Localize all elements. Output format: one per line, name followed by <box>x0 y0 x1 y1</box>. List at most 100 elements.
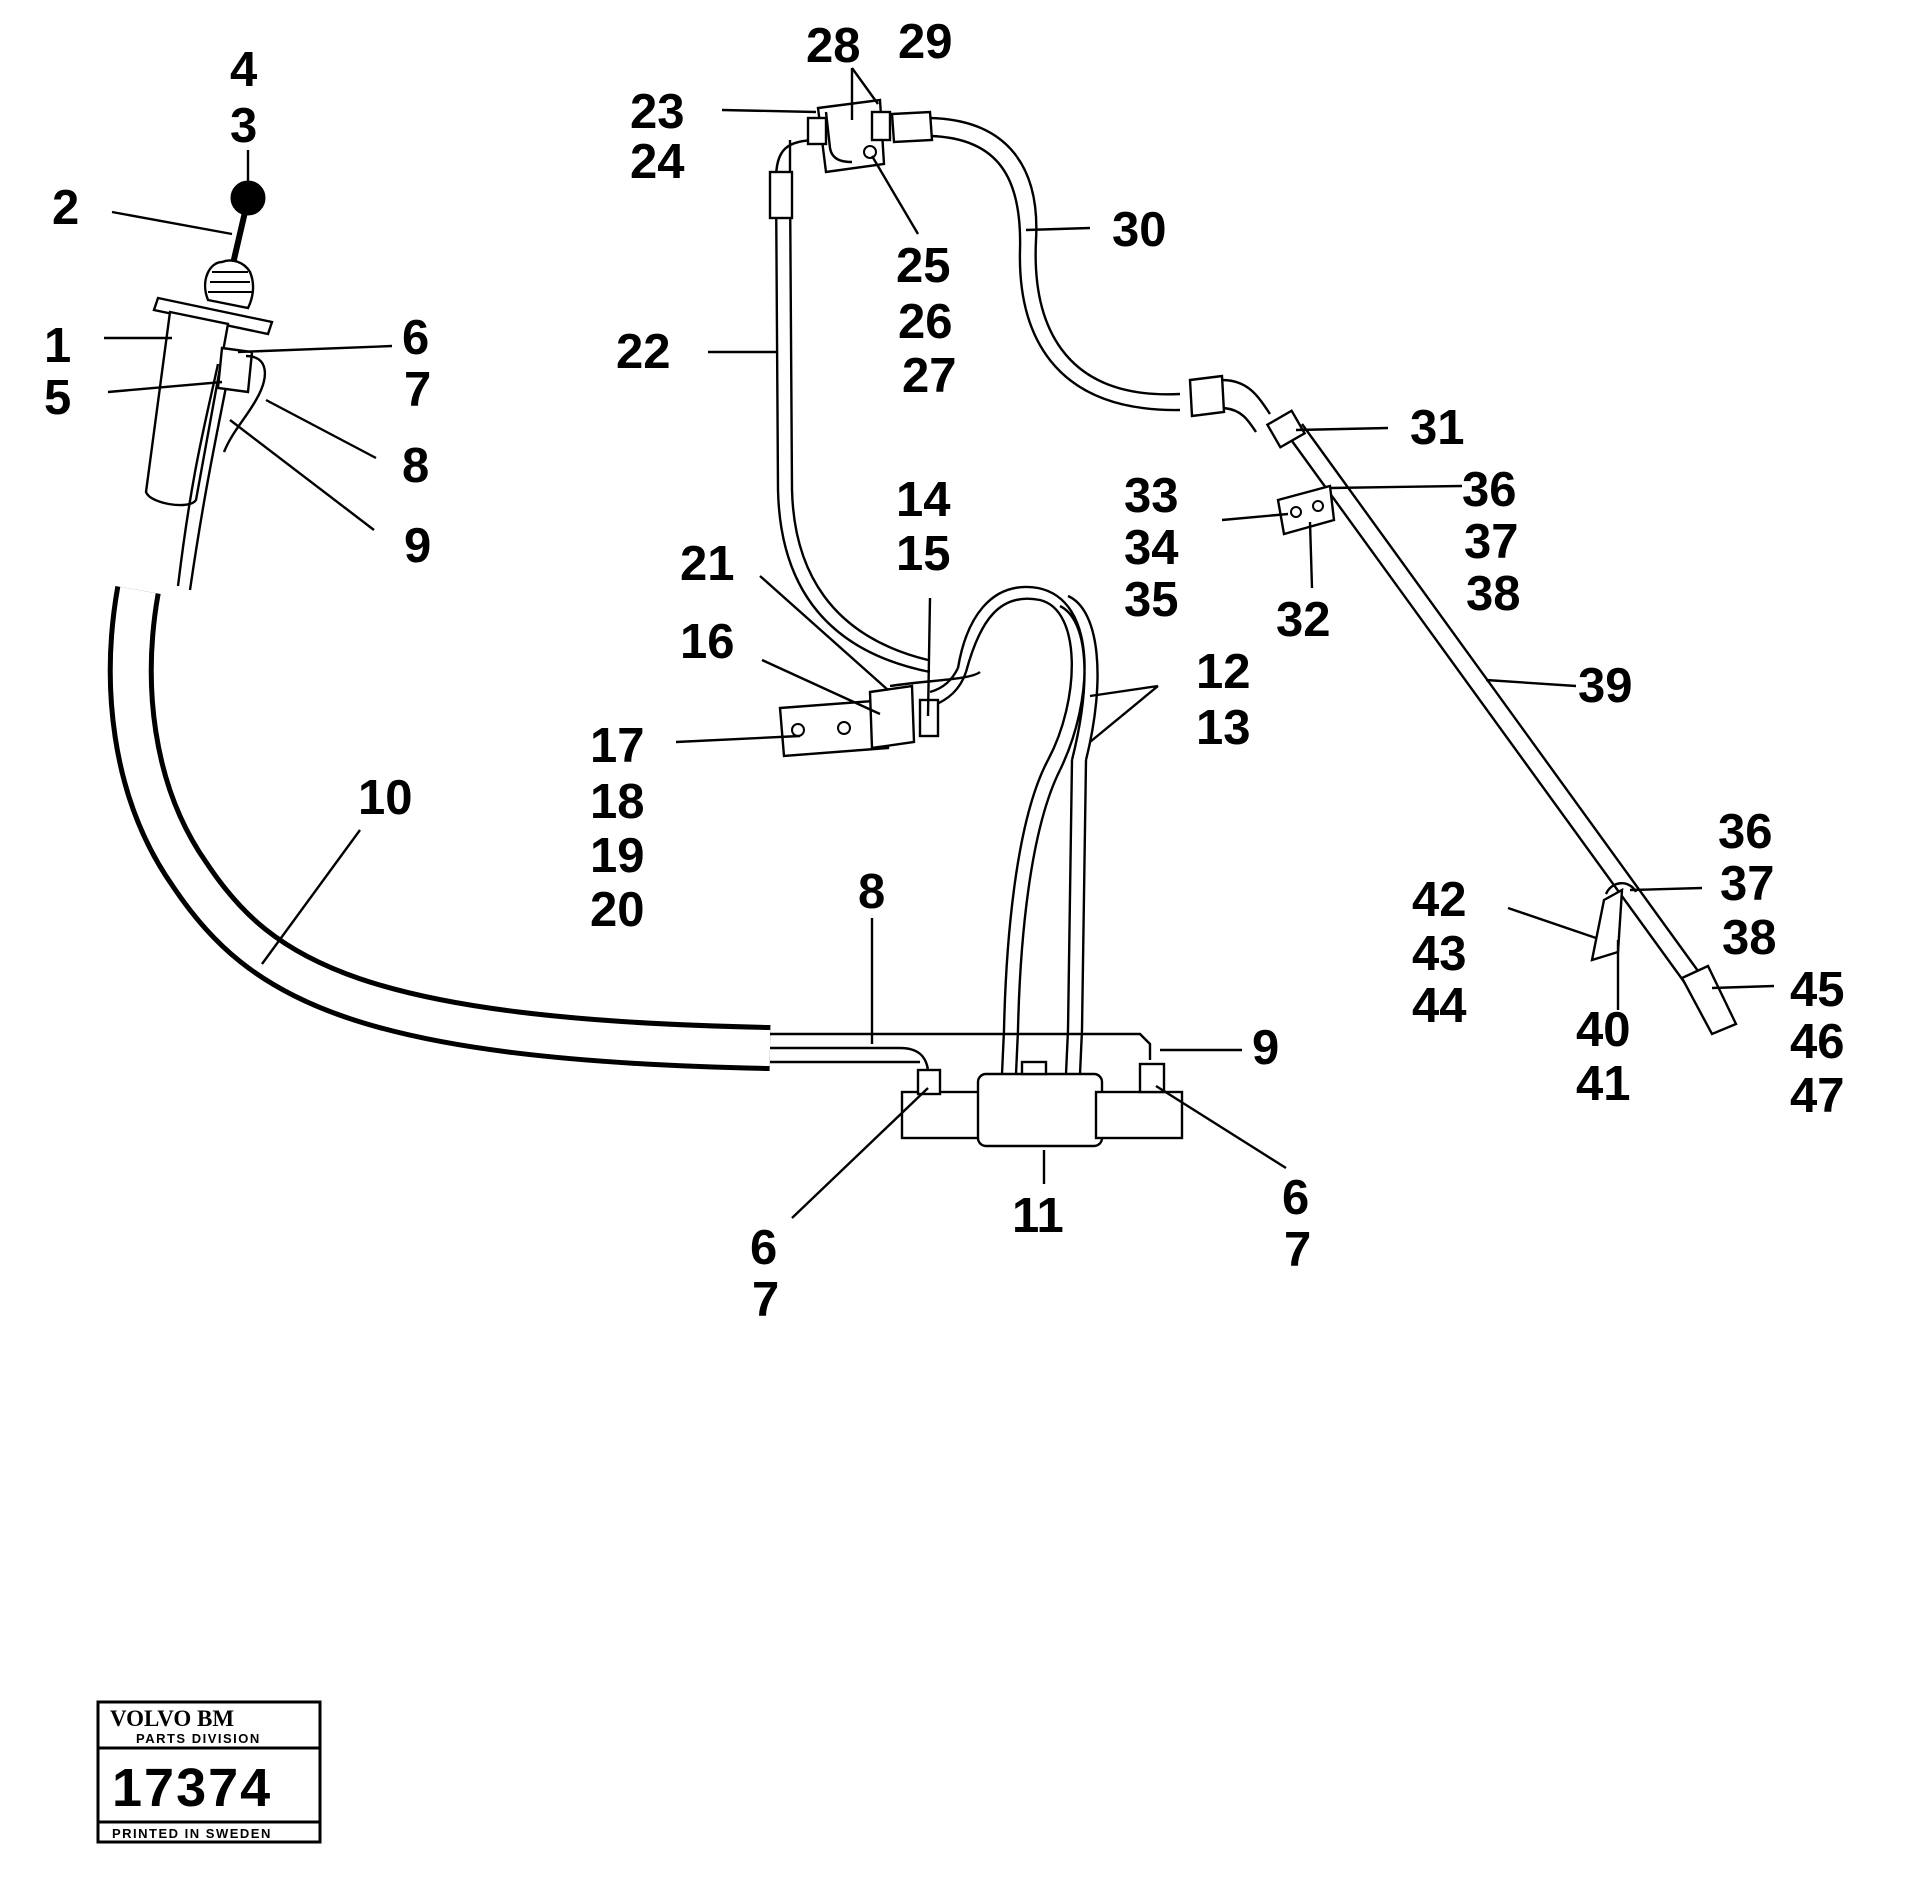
clamp-hole-2 <box>1312 500 1324 512</box>
leader-12-13a <box>1089 684 1159 698</box>
callout-21: 21 <box>680 537 735 591</box>
callout-7-right: 7 <box>1284 1223 1311 1277</box>
callout-3: 3 <box>230 99 257 153</box>
callout-23: 23 <box>630 85 685 139</box>
control-lever-assembly <box>144 180 274 591</box>
fitting-block <box>806 98 892 174</box>
hose-30 <box>890 110 1271 433</box>
callout-20: 20 <box>590 883 645 937</box>
hose-22-fitting <box>768 170 794 220</box>
callout-38-bottom: 38 <box>1722 911 1777 965</box>
leader-10 <box>261 829 361 965</box>
leader-5 <box>107 380 223 394</box>
rod-end-45 <box>1680 964 1738 1036</box>
callout-35: 35 <box>1124 573 1179 627</box>
callout-2: 2 <box>52 181 79 235</box>
valve-block-left <box>900 1090 988 1140</box>
lever-housing <box>144 310 230 507</box>
leader-14-15 <box>926 597 932 717</box>
callout-4: 4 <box>230 43 257 97</box>
callout-1: 1 <box>44 319 71 373</box>
leader-6-7 <box>237 344 393 354</box>
callout-24: 24 <box>630 135 685 189</box>
callout-44: 44 <box>1412 979 1467 1033</box>
stamp-brand: VOLVO BM <box>110 1706 234 1731</box>
hose-22-line <box>774 138 931 674</box>
leader-30 <box>1025 226 1091 232</box>
lever-mount-plate <box>152 296 274 336</box>
callout-5: 5 <box>44 371 71 425</box>
leader-33 <box>1221 512 1289 522</box>
callout-18: 18 <box>590 775 645 829</box>
callout-11: 11 <box>1012 1189 1064 1243</box>
leader-2 <box>111 210 233 236</box>
callout-47: 47 <box>1790 1069 1845 1123</box>
callout-12: 12 <box>1196 645 1251 699</box>
leader-42 <box>1507 906 1597 940</box>
leader-45 <box>1711 984 1775 990</box>
callout-14: 14 <box>896 473 951 527</box>
callout-37-top: 37 <box>1464 515 1519 569</box>
leader-6c <box>1155 1084 1287 1170</box>
fitting-nut-right <box>870 110 892 142</box>
lever-rod <box>229 211 248 269</box>
pipe-loop <box>956 585 1099 771</box>
stamp-number: 17374 <box>112 1758 272 1818</box>
callout-labels: 4 3 2 1 5 6 7 8 9 10 8 9 11 6 7 6 7 12 1… <box>44 15 1845 1327</box>
leader-25 <box>870 155 920 235</box>
cable-sheath-inner <box>112 586 771 1066</box>
callout-27: 27 <box>902 349 957 403</box>
leader-23 <box>721 108 817 114</box>
callout-30: 30 <box>1112 203 1167 257</box>
hose-22 <box>768 138 931 674</box>
leader-36b <box>1629 886 1703 892</box>
valve-block-right <box>1094 1090 1184 1140</box>
leader-21 <box>759 575 889 691</box>
stamp-border <box>96 1700 322 1844</box>
lever-boot <box>203 259 255 310</box>
callout-36-bottom: 36 <box>1718 805 1773 859</box>
callout-25: 25 <box>896 239 951 293</box>
callout-46: 46 <box>1790 1015 1845 1069</box>
clamp-hole-1 <box>1290 506 1302 518</box>
callout-26: 26 <box>898 295 953 349</box>
callout-7-left: 7 <box>752 1273 779 1327</box>
leader-39 <box>1485 678 1577 688</box>
fitting-nut-left <box>806 116 828 146</box>
callout-38-top: 38 <box>1466 567 1521 621</box>
callout-37-bottom: 37 <box>1720 857 1775 911</box>
fitting-body <box>816 98 886 174</box>
callout-42: 42 <box>1412 873 1467 927</box>
valve-block-center <box>976 1072 1104 1148</box>
callout-10: 10 <box>358 771 413 825</box>
callout-32: 32 <box>1276 593 1331 647</box>
cylinder-body <box>868 684 916 750</box>
hose-30-bend <box>1221 378 1271 433</box>
lever-knob <box>230 180 266 216</box>
cable-sheath-outer <box>107 585 771 1071</box>
clamp-32 <box>1276 484 1336 536</box>
callout-31: 31 <box>1410 401 1465 455</box>
callout-6-right: 6 <box>1282 1171 1309 1225</box>
cylinder-16-assembly <box>778 670 981 758</box>
callout-22: 22 <box>616 325 671 379</box>
cylinder-pipe <box>889 670 981 688</box>
callout-28: 28 <box>806 19 861 73</box>
leader-9 <box>229 419 375 531</box>
callout-40: 40 <box>1576 1003 1631 1057</box>
hose-30-end-fitting <box>890 110 934 144</box>
leader-31 <box>1295 426 1389 432</box>
callout-15: 15 <box>896 527 951 581</box>
callout-19: 19 <box>590 829 645 883</box>
callout-6-left: 6 <box>750 1221 777 1275</box>
callout-41: 41 <box>1576 1057 1631 1111</box>
callout-17: 17 <box>590 719 645 773</box>
callout-16: 16 <box>680 615 735 669</box>
leader-29 <box>851 67 879 105</box>
callout-39: 39 <box>1578 659 1633 713</box>
bracket-hole-2 <box>837 721 851 735</box>
callout-8-bottom: 8 <box>858 865 885 919</box>
callout-45: 45 <box>1790 963 1845 1017</box>
lever-boot-folds <box>208 271 252 293</box>
